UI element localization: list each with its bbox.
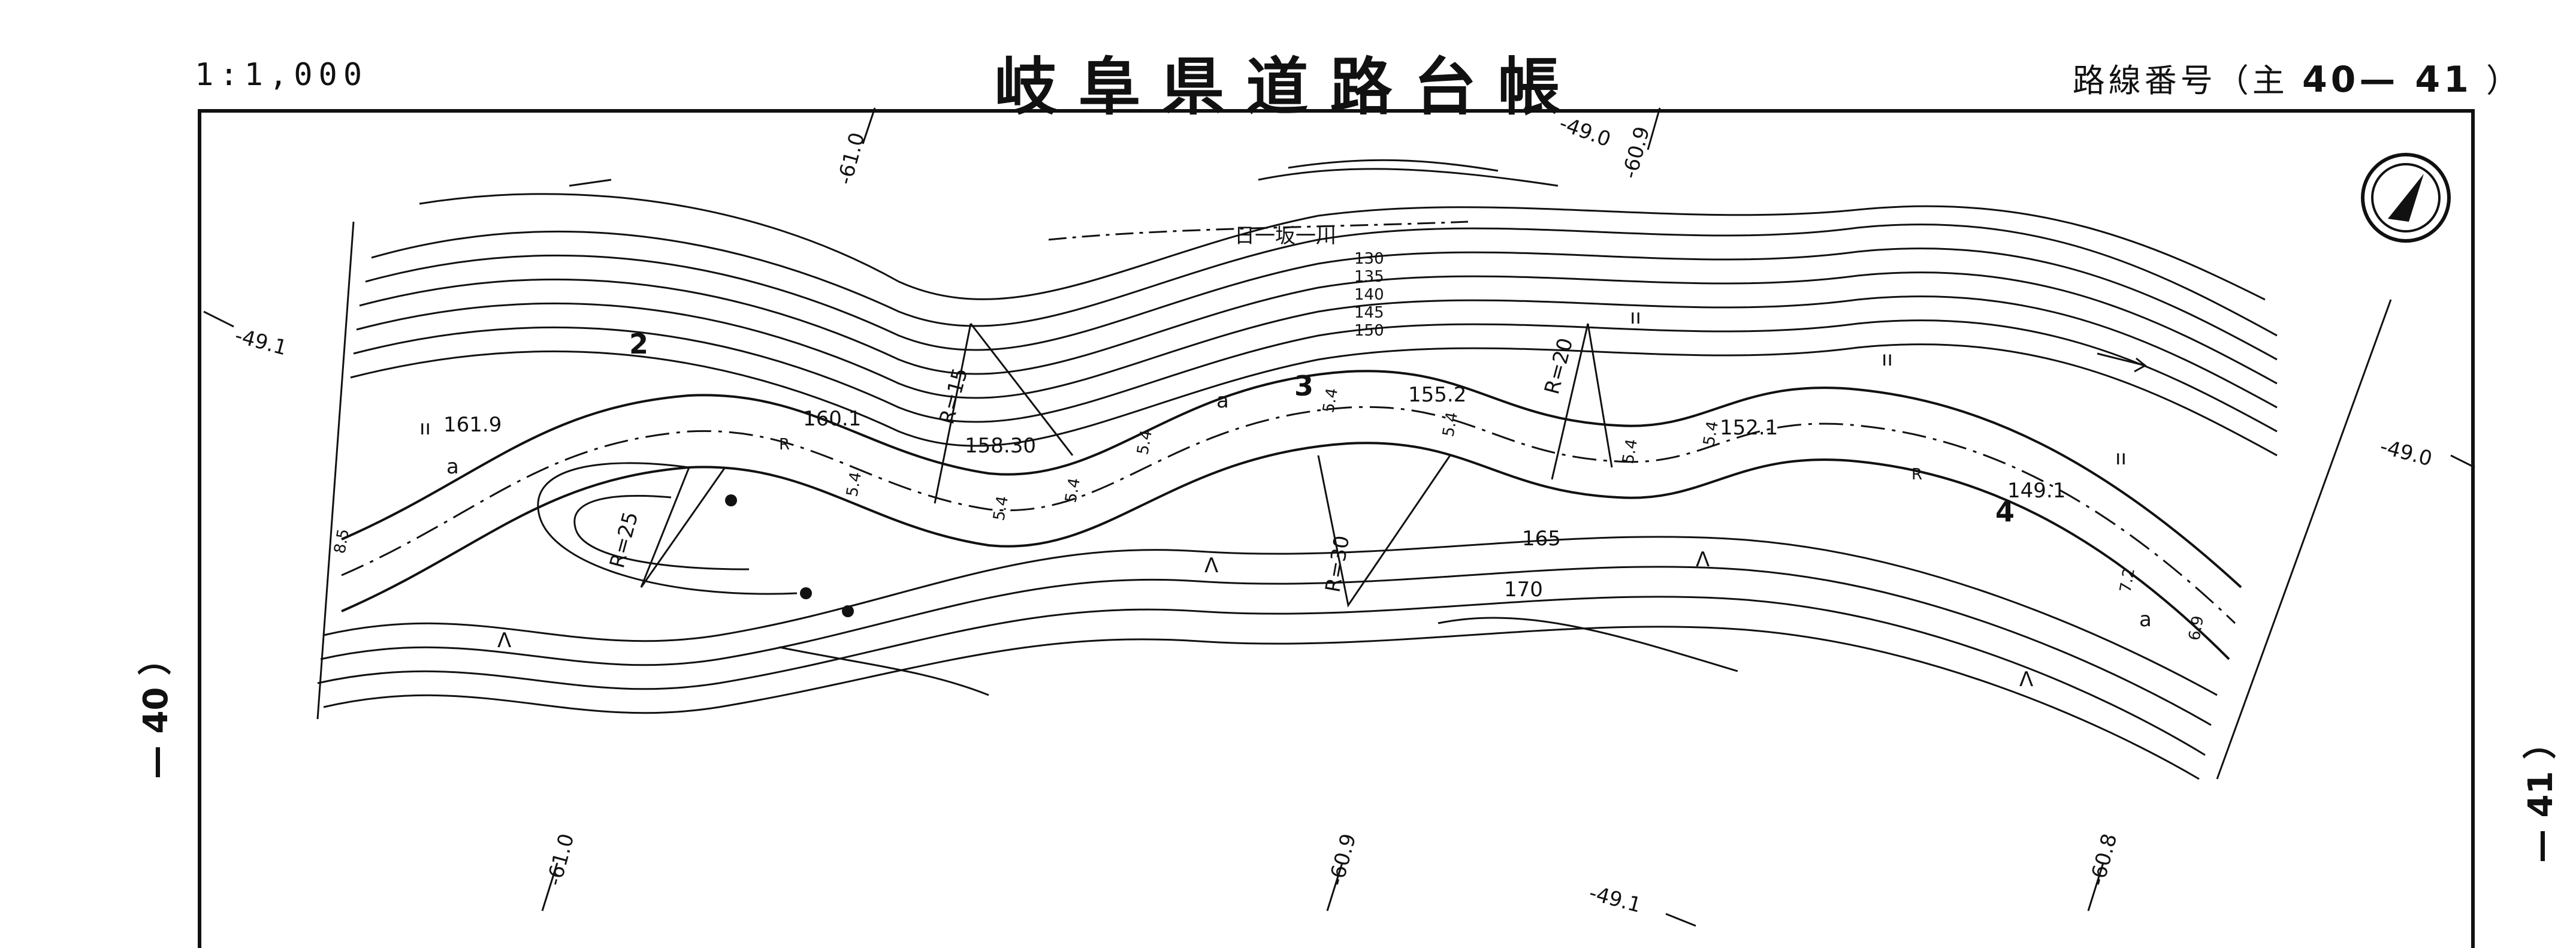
- width-label: 5.4: [1062, 476, 1084, 504]
- terrain-mark: ıı: [2115, 446, 2127, 470]
- hairpin-curve: [537, 462, 798, 595]
- terrain-mark: ıı: [1882, 347, 1893, 371]
- contour-label: 140: [1354, 286, 1384, 304]
- curve-radius: R=15: [935, 366, 973, 427]
- width-label: 5.4: [1319, 387, 1342, 414]
- grid-tick: -49.0: [1556, 111, 1614, 152]
- terrain-mark: Λ: [497, 629, 511, 653]
- width-label: 5.4: [1439, 410, 1461, 438]
- map-frame: [198, 109, 2475, 948]
- route-number-value: 40— 41: [2302, 59, 2472, 101]
- terrain-mark: ıı: [1630, 305, 1641, 329]
- grid-tick: -49.1: [1587, 881, 1644, 917]
- surface-mark: R: [779, 436, 790, 454]
- road-edge-north: [341, 370, 2242, 588]
- grid-tick: -61.0: [542, 831, 579, 888]
- elevation-label: 160.1: [803, 407, 861, 431]
- contour-label: 165: [1522, 527, 1561, 551]
- map-limit-right: [2216, 299, 2392, 780]
- river-name: 日一坂一川: [1234, 224, 1336, 248]
- width-label: 7.2: [2116, 566, 2139, 594]
- width-label: 5.4: [1700, 419, 1722, 447]
- elevation-label: 152.1: [1720, 416, 1778, 440]
- terrain-mark: Λ: [1204, 554, 1218, 578]
- contour-label: 135: [1354, 268, 1384, 286]
- north-arrow-icon: [2361, 153, 2451, 243]
- station-3: 3: [1294, 370, 1313, 402]
- grid-tick: -60.9: [1618, 124, 1654, 181]
- elevation-label: 155.2: [1408, 383, 1466, 407]
- contour-label: 170: [1504, 578, 1543, 602]
- terrain-mark: Λ: [1696, 548, 1710, 572]
- grid-tick: -49.1: [232, 324, 289, 360]
- width-label: 5.4: [1619, 437, 1641, 465]
- surface-mark: R: [1911, 466, 1922, 484]
- route-label: 路線番号（主: [2072, 62, 2288, 99]
- grid-tick: -61.0: [833, 130, 869, 187]
- route-number: 路線番号（主 40— 41 ）: [2073, 54, 2522, 101]
- contour-label: 150: [1354, 322, 1384, 340]
- terrain-mark: ıı: [419, 416, 431, 440]
- route-close: ）: [2486, 62, 2522, 99]
- grid-tick: -60.9: [1324, 831, 1361, 888]
- surface-mark: a: [1216, 389, 1229, 413]
- station-2: 2: [629, 328, 648, 360]
- contour-label: 145: [1354, 304, 1384, 322]
- road-centerline: [341, 406, 2236, 624]
- width-label: 5.4: [990, 494, 1012, 522]
- terrain-mark: Λ: [2019, 668, 2033, 692]
- flow-arrow: [2097, 352, 2147, 373]
- surface-mark: a: [446, 455, 459, 479]
- grid-tick: -49.0: [2378, 434, 2435, 471]
- elevation-label: 149.1: [2007, 479, 2065, 503]
- width-label: 5.4: [843, 470, 865, 498]
- map-limit-left: [316, 221, 355, 720]
- map-scale: 1:1,000: [195, 57, 369, 93]
- surface-mark: a: [2139, 608, 2152, 632]
- grid-tick: -60.8: [2085, 831, 2122, 888]
- width-label: 6.9: [2185, 614, 2207, 642]
- station-4: 4: [1995, 496, 2015, 528]
- elevation-label: 161.9: [443, 413, 502, 437]
- elevation-label: 158.30: [965, 434, 1036, 458]
- contour-label: 130: [1354, 250, 1384, 268]
- width-label: 5.4: [1134, 428, 1156, 456]
- width-label: 8.5: [331, 527, 353, 555]
- curve-radius: R=30: [1321, 534, 1354, 594]
